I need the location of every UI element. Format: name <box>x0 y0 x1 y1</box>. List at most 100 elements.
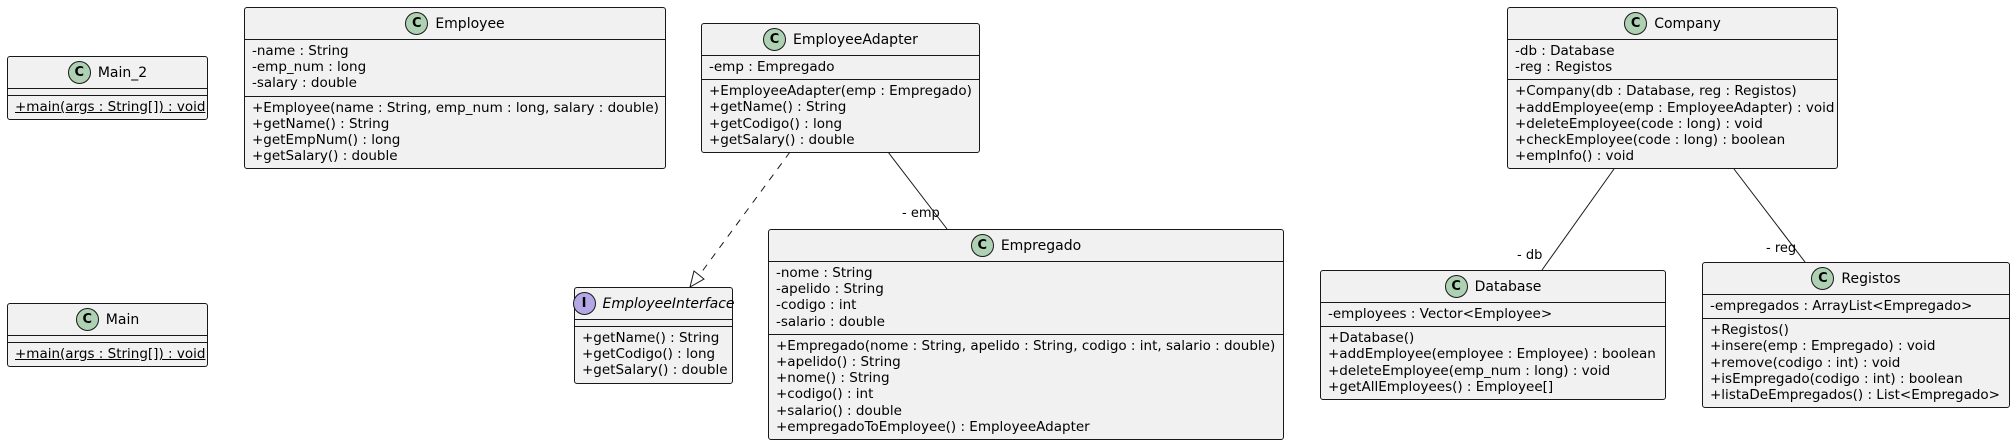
edge-label-db: - db <box>1517 248 1542 263</box>
method-row: +Employee(name : String, emp_num : long,… <box>252 99 659 116</box>
attribute-row: -emp_num : long <box>252 59 367 76</box>
method-row: +empInfo() : void <box>1515 148 1635 165</box>
class-stereotype-icon: C <box>1444 275 1468 298</box>
attribute-row: -apelido : String <box>776 281 884 298</box>
method-row: +deleteEmployee(code : long) : void <box>1515 115 1763 132</box>
class-name: Company <box>1654 15 1721 32</box>
method-row: +EmployeeAdapter(emp : Empregado) <box>709 83 972 100</box>
method-row: +salario() : double <box>776 402 902 419</box>
method-row: +remove(codigo : int) : void <box>1710 354 1901 371</box>
class-header: C Empregado <box>769 230 1283 262</box>
method-row: +codigo() : int <box>776 386 874 403</box>
attribute-row: -salario : double <box>776 313 885 330</box>
method-row: +getCodigo() : long <box>709 115 843 132</box>
class-stereotype-icon: C <box>763 28 787 51</box>
class-header: C Main_2 <box>8 57 207 89</box>
method-row: +getAllEmployees() : Employee[] <box>1328 378 1554 395</box>
class-stereotype-icon: C <box>75 308 99 331</box>
class-database: C Database -employees : Vector<Employee> +D… <box>1320 270 1666 401</box>
attributes-compartment: -name : String-emp_num : long-salary : d… <box>245 40 665 96</box>
class-stereotype-icon: C <box>405 12 429 35</box>
attribute-row: -reg : Registos <box>1515 59 1613 76</box>
method-row: +Database() <box>1328 330 1415 347</box>
methods-compartment: +Registos()+insere(emp : Empregado) : vo… <box>1703 318 2009 407</box>
method-row: +isEmpregado(codigo : int) : boolean <box>1710 370 1963 387</box>
methods-compartment: +EmployeeAdapter(emp : Empregado)+getNam… <box>702 79 979 152</box>
class-main-2: C Main_2 +main(args : String[]) : void <box>7 56 208 121</box>
method-row: +empregadoToEmployee() : EmployeeAdapter <box>776 418 1090 435</box>
class-stereotype-icon: C <box>67 61 91 84</box>
method-row: +getCodigo() : long <box>582 346 716 363</box>
method-row: +deleteEmployee(emp_num : long) : void <box>1328 362 1611 379</box>
method-row: +addEmployee(emp : EmployeeAdapter) : vo… <box>1515 99 1835 116</box>
attributes-compartment: -employees : Vector<Employee> <box>1321 303 1665 326</box>
class-name: Main_2 <box>97 64 148 81</box>
method-row: +getName() : String <box>252 115 390 132</box>
method-row: +checkEmployee(code : long) : boolean <box>1515 132 1786 149</box>
class-name: Empregado <box>1000 237 1082 254</box>
method-row: +getEmpNum() : long <box>252 132 401 149</box>
method-row: +getSalary() : double <box>252 148 398 165</box>
association-edge-company-database <box>1541 168 1615 271</box>
method-row: +main(args : String[]) : void <box>15 346 206 362</box>
methods-compartment: +Database()+addEmployee(employee : Emplo… <box>1321 326 1665 399</box>
method-row: +main(args : String[]) : void <box>15 99 206 115</box>
methods-compartment: +Empregado(nome : String, apelido : Stri… <box>769 333 1283 439</box>
attribute-row: -db : Database <box>1515 43 1615 59</box>
class-employee: C Employee -name : String-emp_num : long-s… <box>244 7 666 170</box>
methods-compartment: +Employee(name : String, emp_num : long,… <box>245 95 665 169</box>
edge-label-emp: - emp <box>902 206 940 221</box>
attribute-row: -nome : String <box>776 265 873 281</box>
class-name: Database <box>1474 278 1542 295</box>
class-name: Registos <box>1841 270 1901 287</box>
class-name: Employee <box>435 15 505 32</box>
methods-compartment: +main(args : String[]) : void <box>8 95 207 119</box>
class-registos: C Registos -empregados : ArrayList<Emprega… <box>1702 262 2010 409</box>
attributes-compartment: -db : Database-reg : Registos <box>1508 40 1837 79</box>
attribute-row: -salary : double <box>252 75 357 92</box>
method-row: +Registos() <box>1710 322 1789 339</box>
methods-compartment: +getName() : String+getCodigo() : long+g… <box>575 326 732 383</box>
attribute-row: -codigo : int <box>776 297 857 314</box>
association-edge-company-registos <box>1733 168 1806 263</box>
class-name: EmployeeAdapter <box>793 31 918 48</box>
method-row: +addEmployee(employee : Employee) : bool… <box>1328 346 1656 363</box>
attributes-compartment: -nome : String-apelido : String-codigo :… <box>769 262 1283 334</box>
class-header: I EmployeeInterface <box>572 288 735 320</box>
method-row: +listaDeEmpregados() : List<Empregado> <box>1710 387 2000 404</box>
class-header: C EmployeeAdapter <box>702 24 979 56</box>
class-header: C Database <box>1321 271 1665 303</box>
class-stereotype-icon: C <box>1811 267 1835 290</box>
method-row: +Company(db : Database, reg : Registos) <box>1515 83 1797 100</box>
class-name: EmployeeInterface <box>602 295 735 312</box>
interface-stereotype-icon: I <box>572 292 596 315</box>
class-stereotype-icon: C <box>1624 12 1648 35</box>
method-row: +getName() : String <box>709 99 847 116</box>
class-header: C Company <box>1508 8 1837 40</box>
realization-edge-adapter-interface <box>697 151 791 278</box>
method-row: +getName() : String <box>582 330 720 346</box>
attributes-compartment: -emp : Empregado <box>702 56 979 79</box>
methods-compartment: +main(args : String[]) : void <box>8 342 207 366</box>
association-edge-adapter-empregado <box>887 151 948 230</box>
class-stereotype-icon: C <box>970 234 994 257</box>
attribute-row: -empregados : ArrayList<Empregado> <box>1710 298 1973 314</box>
method-row: +getSalary() : double <box>582 362 728 379</box>
class-header: C Employee <box>245 8 665 40</box>
methods-compartment: +Company(db : Database, reg : Registos)+… <box>1508 79 1837 168</box>
class-header: C Registos <box>1703 263 2009 295</box>
method-row: +getSalary() : double <box>709 131 855 148</box>
method-row: +apelido() : String <box>776 354 901 371</box>
method-row: +Empregado(nome : String, apelido : Stri… <box>776 337 1276 354</box>
method-row: +nome() : String <box>776 370 890 387</box>
attributes-compartment: -empregados : ArrayList<Empregado> <box>1703 295 2009 318</box>
realization-arrowhead <box>689 270 705 289</box>
attribute-row: -employees : Vector<Employee> <box>1328 306 1553 322</box>
method-row: +insere(emp : Empregado) : void <box>1710 338 1936 355</box>
